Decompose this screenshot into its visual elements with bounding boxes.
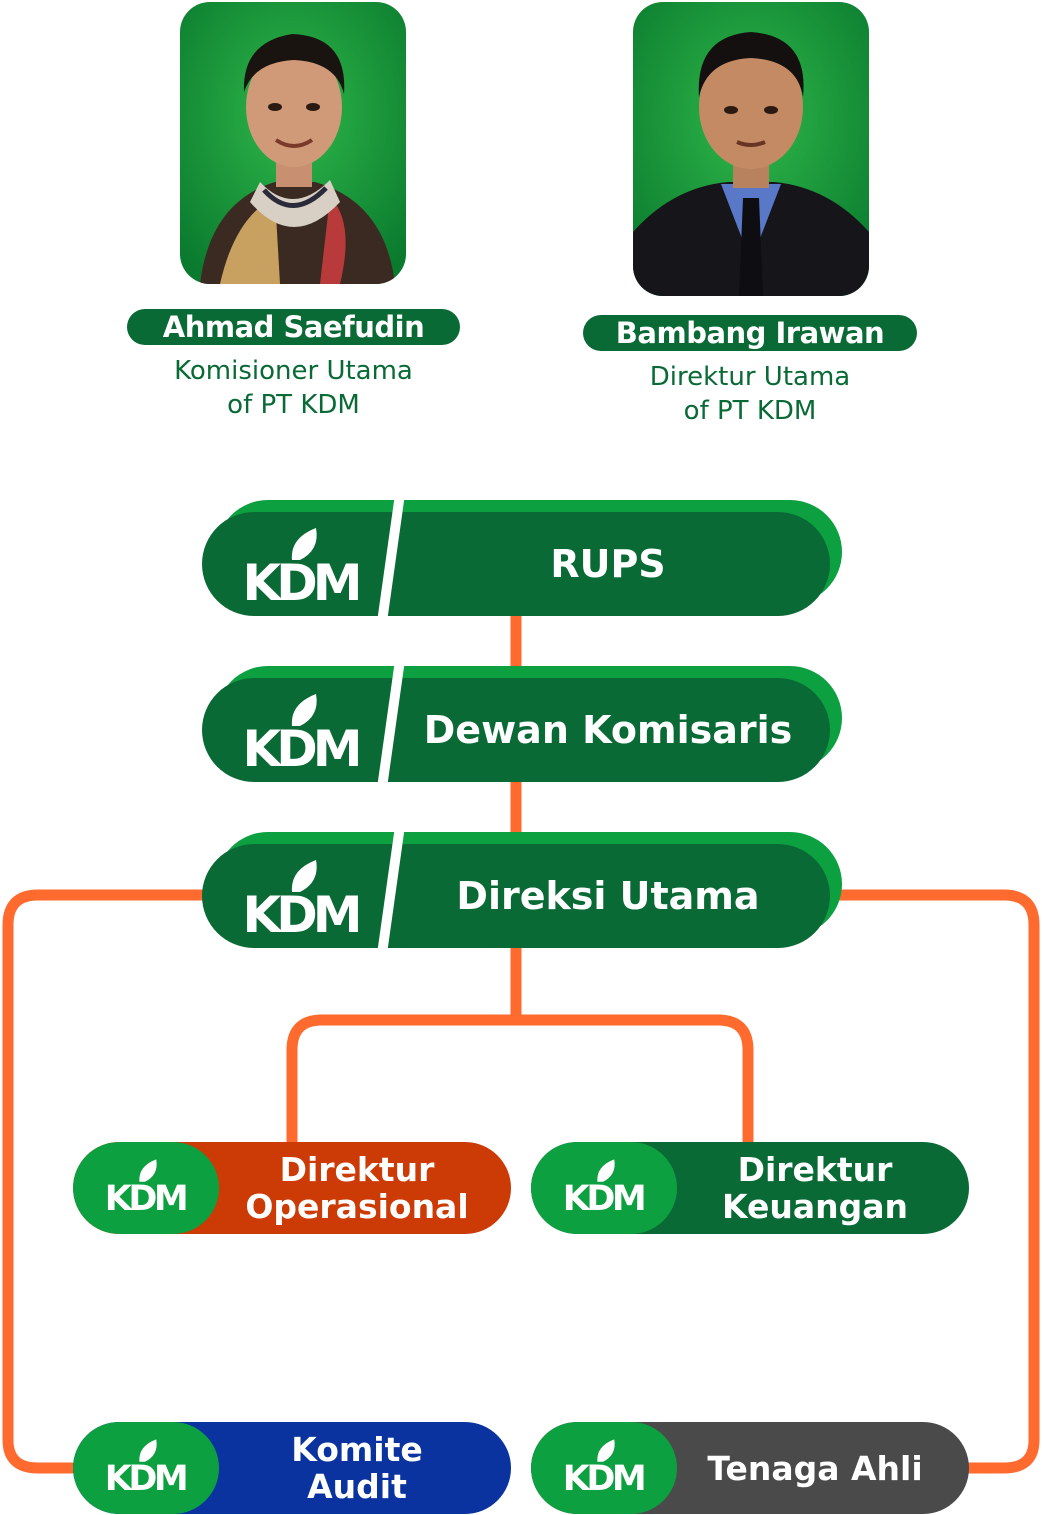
kdm-logo-text: KDM bbox=[242, 720, 358, 772]
node-label-text: Direktur Operasional bbox=[245, 1150, 469, 1226]
profile-role-line1: Direktur Utama bbox=[649, 362, 851, 392]
kdm-logo-text: KDM bbox=[105, 1179, 186, 1216]
node-label-text: Tenaga Ahli bbox=[707, 1448, 923, 1488]
node-komite-audit: KDM Komite Audit bbox=[73, 1422, 511, 1514]
node-label: Direktur Keuangan bbox=[673, 1142, 957, 1234]
kdm-logo-icon: KDM bbox=[561, 1156, 647, 1219]
node-direktur-operasional: KDM Direktur Operasional bbox=[73, 1142, 511, 1234]
node-label-text: Komite Audit bbox=[291, 1430, 423, 1506]
leaf-icon bbox=[291, 528, 317, 560]
kdm-logo-text: KDM bbox=[563, 1179, 644, 1216]
kdm-logo-graphic: KDM bbox=[563, 1439, 647, 1499]
kdm-logo-icon: KDM bbox=[561, 1436, 647, 1499]
leaf-icon bbox=[139, 1439, 157, 1462]
leaf-icon bbox=[291, 694, 317, 726]
kdm-logo-graphic: KDM bbox=[242, 860, 364, 944]
kdm-logo-graphic: KDM bbox=[242, 694, 364, 778]
node-direksi-utama: KDM Direksi Utama bbox=[202, 832, 842, 948]
node-direktur-keuangan: KDM Direktur Keuangan bbox=[531, 1142, 969, 1234]
kdm-logo-text: KDM bbox=[563, 1459, 644, 1496]
kdm-logo-icon: KDM bbox=[240, 692, 364, 778]
kdm-logo-graphic: KDM bbox=[105, 1159, 189, 1219]
connector-directors-branch bbox=[286, 1014, 754, 1151]
connector-direksi-komite-audit bbox=[2, 889, 218, 1474]
profile-name-ahmad-saefudin: Ahmad Saefudin bbox=[127, 309, 460, 345]
kdm-logo-icon: KDM bbox=[240, 526, 364, 612]
kdm-logo-graphic: KDM bbox=[105, 1439, 189, 1499]
node-rups: KDM RUPS bbox=[202, 500, 842, 616]
node-label: Direktur Operasional bbox=[215, 1142, 499, 1234]
node-label: Direksi Utama bbox=[456, 874, 760, 918]
node-body bbox=[202, 844, 830, 948]
kdm-logo-graphic: KDM bbox=[563, 1159, 647, 1219]
node-dewan-komisaris: KDM Dewan Komisaris bbox=[202, 666, 842, 782]
leaf-icon bbox=[291, 860, 317, 892]
node-cap bbox=[73, 1422, 219, 1514]
kdm-logo-text: KDM bbox=[105, 1459, 186, 1496]
leaf-icon bbox=[139, 1159, 157, 1182]
node-cap bbox=[73, 1142, 219, 1234]
profile-role-bambang-irawan: Direktur Utama of PT KDM bbox=[583, 360, 917, 428]
profile-photo-ahmad-saefudin bbox=[180, 2, 406, 284]
kdm-logo-graphic: KDM bbox=[242, 528, 364, 612]
kdm-logo-text: KDM bbox=[242, 554, 358, 606]
node-label: Komite Audit bbox=[215, 1422, 499, 1514]
node-label: Dewan Komisaris bbox=[423, 708, 793, 752]
profile-role-line2: of PT KDM bbox=[227, 390, 360, 420]
node-label-text: Direktur Keuangan bbox=[721, 1150, 908, 1226]
kdm-logo-text: KDM bbox=[242, 886, 358, 938]
node-body bbox=[202, 678, 830, 782]
leaf-icon bbox=[597, 1159, 615, 1182]
profile-role-ahmad-saefudin: Komisioner Utama of PT KDM bbox=[127, 354, 460, 422]
kdm-logo-icon: KDM bbox=[240, 858, 364, 944]
kdm-logo-icon: KDM bbox=[103, 1156, 189, 1219]
node-cap bbox=[531, 1422, 677, 1514]
node-cap bbox=[531, 1142, 677, 1234]
node-tenaga-ahli: KDM Tenaga Ahli bbox=[531, 1422, 969, 1514]
profile-role-line1: Komisioner Utama bbox=[174, 356, 413, 386]
node-label: RUPS bbox=[550, 542, 666, 586]
kdm-logo-icon: KDM bbox=[103, 1436, 189, 1499]
node-label: Tenaga Ahli bbox=[673, 1422, 957, 1514]
node-body bbox=[202, 512, 830, 616]
profile-role-line2: of PT KDM bbox=[683, 396, 817, 426]
leaf-icon bbox=[597, 1439, 615, 1462]
connector-direksi-tenaga-ahli bbox=[830, 889, 1040, 1474]
profile-name-bambang-irawan: Bambang Irawan bbox=[583, 315, 917, 351]
profile-photo-bambang-irawan bbox=[633, 2, 869, 296]
